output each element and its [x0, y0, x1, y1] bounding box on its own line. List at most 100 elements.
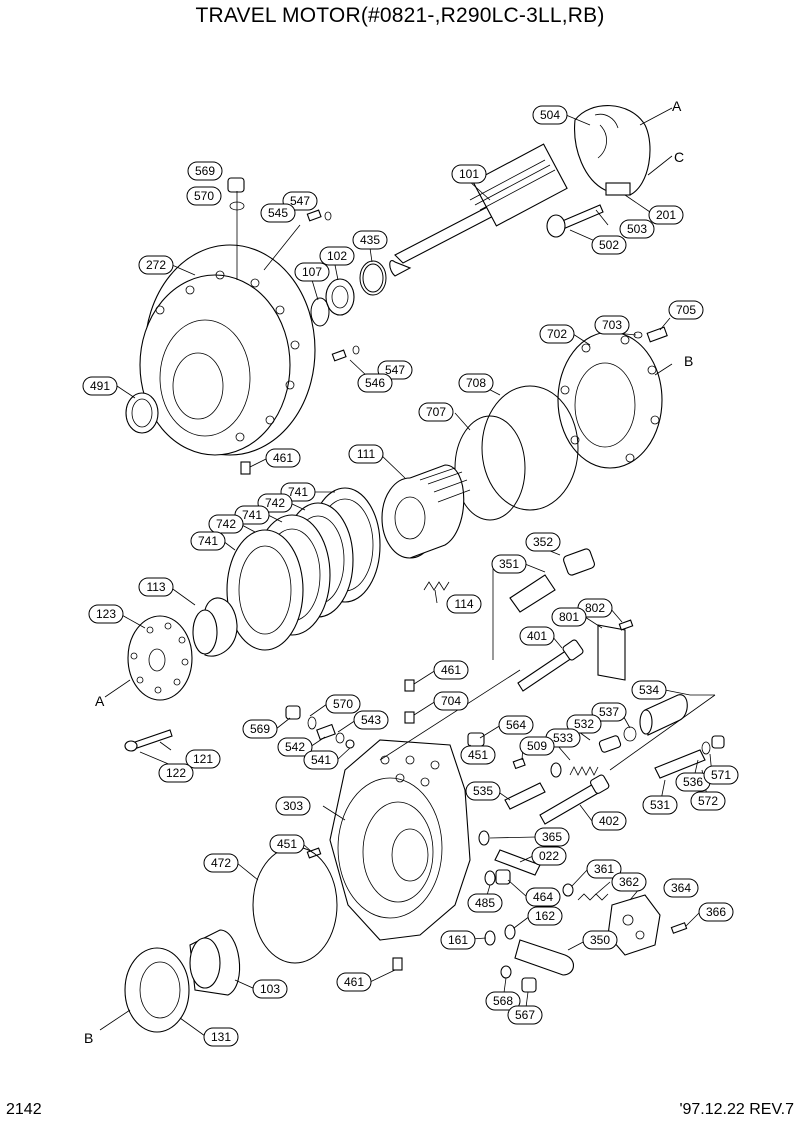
part-shapes [124, 105, 725, 1033]
part-label: 162 [527, 906, 563, 926]
part-label: 509 [519, 736, 555, 756]
svg-text:564: 564 [506, 718, 526, 732]
part-label: 533 [545, 728, 581, 748]
svg-text:502: 502 [599, 238, 619, 252]
part-label: 461 [336, 972, 372, 992]
part-label: 707 [418, 402, 454, 422]
part-label: 546 [357, 373, 393, 393]
svg-text:546: 546 [365, 376, 385, 390]
part-label: 103 [252, 979, 288, 999]
svg-text:533: 533 [553, 731, 573, 745]
part-label: 703 [594, 315, 630, 335]
svg-text:532: 532 [574, 717, 594, 731]
part-label: 708 [458, 373, 494, 393]
svg-text:542: 542 [285, 740, 305, 754]
part-label: 464 [525, 887, 561, 907]
svg-text:435: 435 [360, 233, 380, 247]
svg-text:572: 572 [698, 794, 718, 808]
svg-text:461: 461 [441, 663, 461, 677]
svg-text:161: 161 [448, 933, 468, 947]
part-label: 485 [467, 893, 503, 913]
part-label: 352 [525, 532, 561, 552]
svg-text:103: 103 [260, 982, 280, 996]
part-label: 543 [353, 710, 389, 730]
svg-text:531: 531 [650, 798, 670, 812]
svg-text:741: 741 [288, 485, 308, 499]
svg-text:707: 707 [426, 405, 446, 419]
part-label: 461 [265, 448, 301, 468]
part-label: 532 [566, 714, 602, 734]
part-label: 122 [158, 763, 194, 783]
svg-text:162: 162 [535, 909, 555, 923]
svg-text:464: 464 [533, 890, 553, 904]
svg-text:503: 503 [627, 222, 647, 236]
svg-text:708: 708 [466, 376, 486, 390]
part-label: 102 [319, 246, 355, 266]
part-label: 022 [531, 846, 567, 866]
part-label: 107 [294, 262, 330, 282]
svg-text:022: 022 [539, 849, 559, 863]
svg-text:801: 801 [559, 610, 579, 624]
reference-letters: A C B A B [84, 98, 693, 1046]
svg-text:122: 122 [166, 766, 186, 780]
svg-text:350: 350 [590, 933, 610, 947]
part-label: 461 [433, 660, 469, 680]
part-label: 114 [446, 594, 482, 614]
ref-letter-b-right: B [684, 353, 693, 369]
part-label: 531 [642, 795, 678, 815]
svg-text:362: 362 [619, 875, 639, 889]
part-label: 534 [631, 680, 667, 700]
part-label: 272 [138, 255, 174, 275]
part-label: 742 [257, 493, 293, 513]
svg-text:365: 365 [542, 830, 562, 844]
part-label: 742 [208, 514, 244, 534]
svg-text:472: 472 [211, 856, 231, 870]
part-label: 121 [185, 749, 221, 769]
svg-text:121: 121 [193, 752, 213, 766]
svg-text:705: 705 [676, 303, 696, 317]
part-label: 351 [491, 554, 527, 574]
part-label: 802 [577, 598, 613, 618]
svg-text:113: 113 [146, 580, 165, 594]
part-label: 541 [303, 750, 339, 770]
part-label: 741 [190, 531, 226, 551]
svg-text:461: 461 [344, 975, 364, 989]
svg-text:742: 742 [265, 496, 285, 510]
part-label: 570 [325, 694, 361, 714]
part-label: 502 [591, 235, 627, 255]
part-label: 537 [591, 702, 627, 722]
svg-text:571: 571 [711, 768, 731, 782]
ref-letter-c: C [674, 149, 684, 165]
svg-text:568: 568 [493, 994, 513, 1008]
svg-text:547: 547 [385, 363, 405, 377]
ref-letter-a-top: A [672, 98, 682, 114]
part-label: 491 [82, 376, 118, 396]
page-number: 2142 [6, 1101, 42, 1118]
part-label: 101 [451, 164, 487, 184]
svg-text:451: 451 [277, 837, 297, 851]
svg-text:451: 451 [468, 748, 488, 762]
part-label: 111 [348, 444, 384, 464]
svg-text:547: 547 [290, 194, 310, 208]
part-label: 702 [539, 324, 575, 344]
svg-text:534: 534 [639, 683, 659, 697]
svg-text:569: 569 [195, 164, 215, 178]
part-label: 545 [260, 203, 296, 223]
svg-text:704: 704 [441, 694, 461, 708]
part-label: 569 [187, 161, 223, 181]
part-label: 801 [551, 607, 587, 627]
svg-text:101: 101 [459, 167, 479, 181]
part-label: 131 [203, 1027, 239, 1047]
svg-text:569: 569 [250, 722, 270, 736]
part-label: 361 [586, 859, 622, 879]
part-label: 569 [242, 719, 278, 739]
svg-text:802: 802 [585, 601, 605, 615]
svg-text:541: 541 [311, 753, 331, 767]
svg-text:402: 402 [599, 814, 619, 828]
part-label: 704 [433, 691, 469, 711]
svg-text:102: 102 [327, 249, 347, 263]
svg-text:742: 742 [216, 517, 236, 531]
part-label: 201 [648, 205, 684, 225]
part-label: 571 [703, 765, 739, 785]
